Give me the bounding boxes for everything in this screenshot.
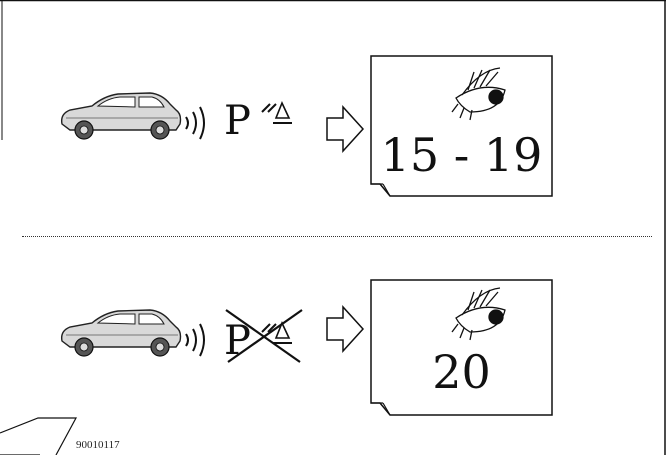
parking-sign-icon [261, 320, 292, 344]
arrow-right-icon [326, 105, 365, 153]
arrow-right-icon [326, 305, 365, 353]
parking-label: P [224, 98, 251, 144]
parking-label: P [224, 318, 251, 364]
display-value: 15 - 19 [380, 128, 543, 182]
display-screen [370, 279, 553, 416]
signal-waves-icon [185, 323, 205, 357]
section-divider [22, 236, 652, 237]
signal-waves-icon [185, 106, 205, 140]
display-value: 20 [432, 345, 491, 399]
car-icon [60, 309, 182, 357]
parking-sign-icon [261, 100, 292, 124]
eye-icon [451, 67, 506, 121]
reference-code: 90010117 [76, 439, 120, 451]
crossed-out-icon [225, 309, 303, 363]
car-icon [60, 92, 182, 140]
display-screen [370, 55, 553, 197]
eye-icon [451, 287, 506, 341]
page-corner-marker [0, 417, 78, 455]
